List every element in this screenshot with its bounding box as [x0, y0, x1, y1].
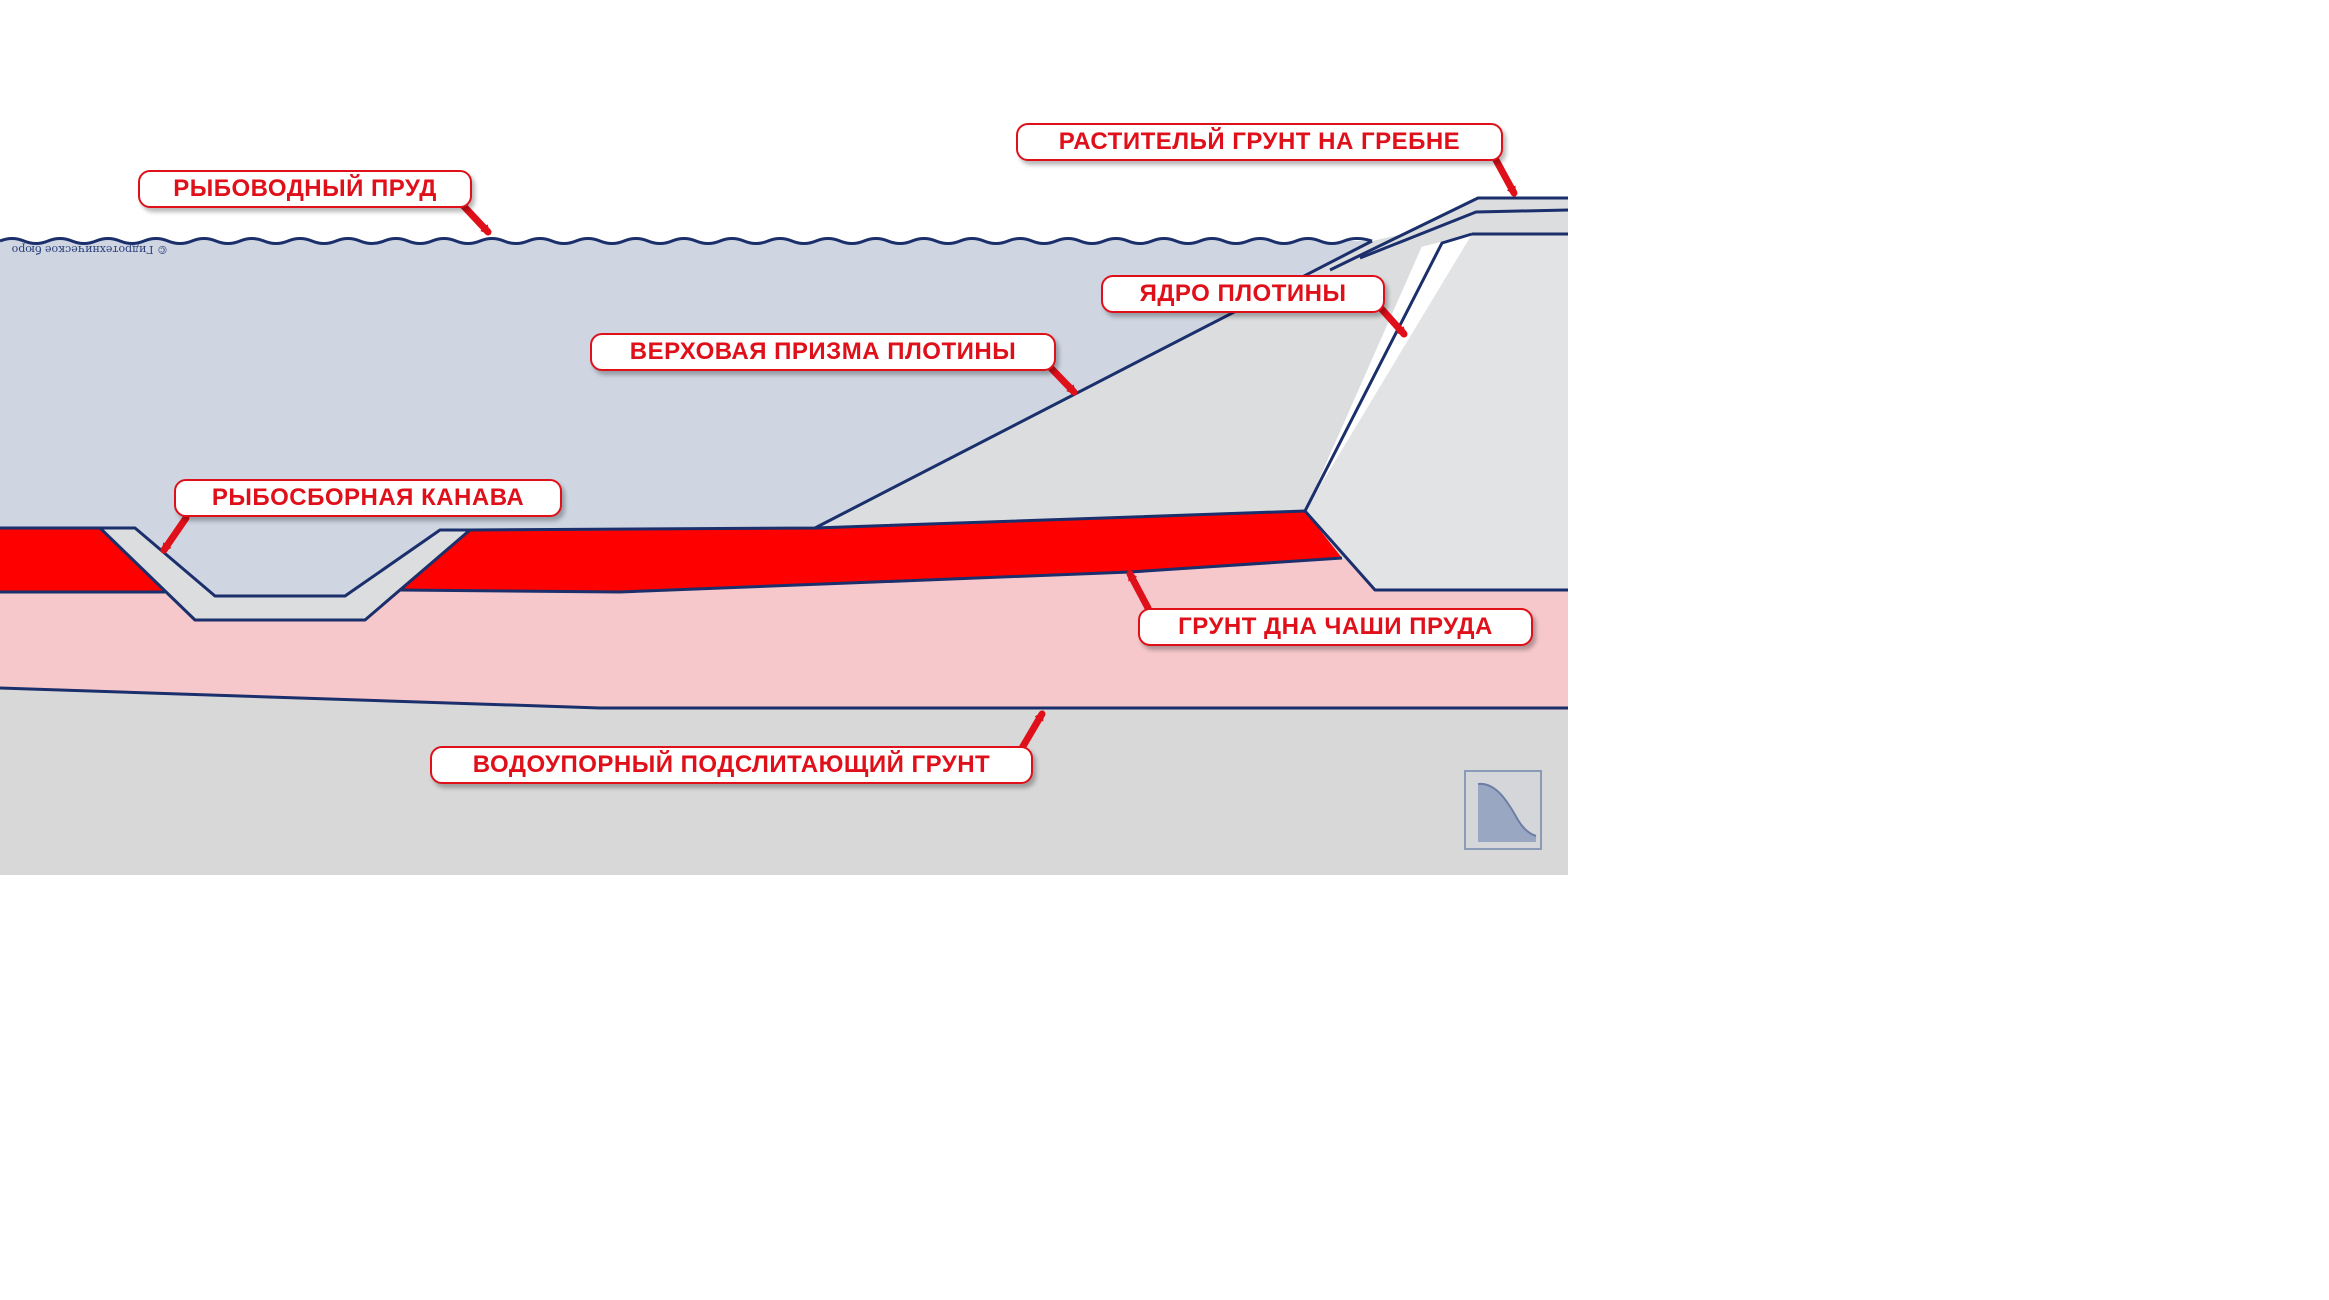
dam-cross-section-diagram: © Гидротехническое бюро	[0, 156, 1568, 875]
label-topsoil-crest: РАСТИТЕЛЬЙ ГРУНТ НА ГРЕБНЕ	[1016, 123, 1503, 161]
label-fish-pond: РЫБОВОДНЫЙ ПРУД	[138, 170, 472, 208]
copyright-text: © Гидротехническое бюро	[11, 243, 168, 256]
fish-ditch-lining	[100, 528, 470, 620]
crest-inner-line	[1359, 208, 1568, 260]
ditch-inner-line	[100, 526, 470, 598]
arrow-bowl-icon	[1126, 570, 1152, 612]
core-downstream-line	[1303, 510, 1568, 592]
arrow-impervious-icon	[1018, 710, 1046, 752]
label-impervious-soil: ВОДОУПОРНЫЙ ПОДСЛИТАЮЩИЙ ГРУНТ	[430, 746, 1033, 784]
arrow-ditch-icon	[160, 514, 190, 554]
arrow-prism-icon	[1044, 361, 1078, 396]
crest-upper-line	[1329, 196, 1568, 272]
label-bowl-bottom-soil: ГРУНТ ДНА ЧАШИ ПРУДА	[1138, 608, 1533, 646]
callout-arrows	[160, 156, 1518, 752]
impervious-boundary-line	[0, 686, 1568, 710]
slope-profile-icon	[1464, 770, 1542, 850]
dam-core	[1305, 234, 1568, 590]
water-surface-line	[0, 237, 1373, 245]
crest-topsoil-layer	[1330, 198, 1568, 270]
arrow-core-icon	[1374, 301, 1408, 338]
arrow-topsoil-icon	[1492, 156, 1518, 197]
slope-profile-logo	[1477, 782, 1537, 842]
structure-outlines	[0, 196, 1568, 622]
label-upstream-prism: ВЕРХОВАЯ ПРИЗМА ПЛОТИНЫ	[590, 333, 1056, 371]
red-soil-layer	[0, 511, 1342, 592]
label-fish-ditch: РЫБОСБОРНАЯ КАНАВА	[174, 479, 562, 517]
label-dam-core: ЯДРО ПЛОТИНЫ	[1101, 275, 1385, 313]
core-upstream-line	[1303, 232, 1473, 512]
red-layer-bottom-line	[0, 556, 1343, 594]
